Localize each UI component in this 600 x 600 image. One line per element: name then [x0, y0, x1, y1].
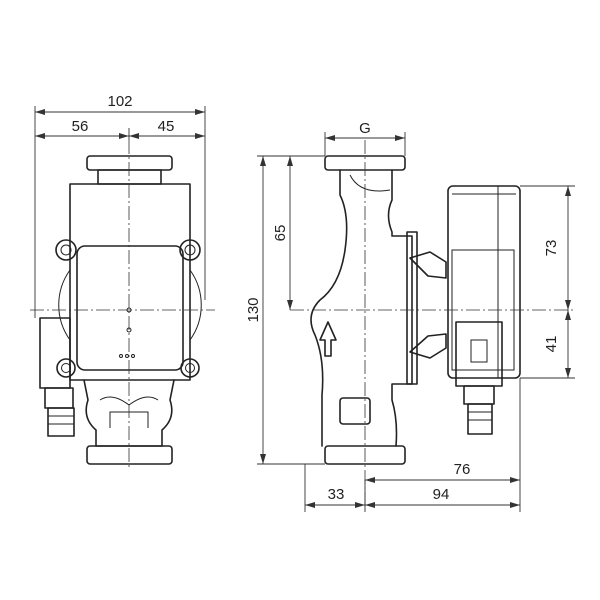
dim-upper-height: 65 — [272, 225, 289, 242]
front-view — [30, 140, 215, 470]
dim-total-width: 102 — [107, 93, 132, 110]
front-top-neck — [97, 169, 162, 185]
side-cable-gland — [463, 385, 495, 405]
dim-depth-left: 33 — [328, 486, 345, 503]
dim-overall-height: 130 — [245, 297, 262, 322]
front-cable-gland — [44, 387, 74, 409]
front-ear-left — [55, 239, 77, 261]
front-cable-end — [47, 407, 75, 437]
side-clamp-upper — [409, 251, 447, 279]
front-ear-bottom-left — [56, 358, 76, 378]
side-motor-box — [447, 185, 521, 379]
side-view — [290, 140, 575, 510]
side-clamp-lower — [409, 333, 447, 359]
side-flow-arrow — [319, 321, 337, 357]
side-inspection-window — [339, 397, 371, 425]
front-dimensions — [34, 106, 206, 318]
side-pump-housing — [310, 169, 413, 447]
dim-left-part: 56 — [72, 118, 89, 135]
side-cable-end — [467, 403, 493, 435]
dim-right-part: 45 — [158, 118, 175, 135]
dim-thread: G — [359, 120, 371, 137]
front-control-head — [76, 245, 184, 371]
dim-depth-to-box: 76 — [454, 461, 471, 478]
front-bottom-flange — [86, 445, 173, 465]
side-motor-flange — [406, 231, 418, 385]
side-dimensions — [257, 132, 575, 512]
side-connector-box — [455, 321, 503, 387]
front-top-flange — [86, 155, 173, 171]
dim-box-lower: 41 — [543, 336, 560, 353]
dim-depth-total: 94 — [433, 486, 450, 503]
dim-box-upper: 73 — [543, 240, 560, 257]
side-bottom-flange — [324, 445, 406, 465]
front-ear-right — [179, 239, 201, 261]
front-motor-body — [69, 183, 191, 381]
